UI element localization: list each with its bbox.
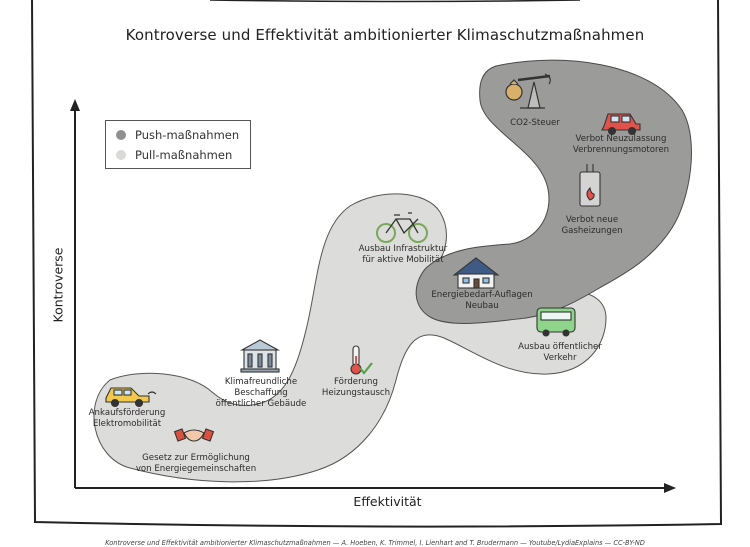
label-line: Beschaffung [234, 388, 288, 398]
label-line: von Energiegemeinschaften [135, 464, 257, 474]
label-line: Ausbau Infrastruktur [358, 244, 448, 254]
legend-label: Push-maßnahmen [135, 128, 240, 142]
handshake-icon [173, 428, 215, 442]
label-line: Klimafreundliche [224, 377, 298, 387]
label-line: Förderung [334, 377, 378, 387]
oil-pump-tax-icon [505, 73, 551, 109]
label-line: Heizungstausch [321, 388, 391, 398]
measure-label-beschaffung: Klimafreundliche Beschaffung öffentliche… [206, 377, 316, 410]
y-axis-label: Kontroverse [50, 247, 66, 323]
gas-boiler-icon [579, 164, 601, 207]
measure-label-energiegemeinschaften: Gesetz zur Ermöglichung von Energiegemei… [126, 453, 266, 475]
solar-house-icon [452, 257, 500, 289]
push-swatch-icon [116, 130, 126, 140]
measure-label-elektromobilitaet: Ankaufsförderung Elektromobilität [76, 408, 178, 430]
bus-icon [536, 307, 576, 337]
legend-label: Pull-maßnahmen [135, 148, 233, 162]
label-line: Energiebedarf-Auflagen [431, 290, 533, 300]
footer-credit: Kontroverse und Effektivität ambitionier… [105, 539, 645, 547]
x-axis-label: Effektivität [353, 494, 422, 509]
label-line: Ausbau öffentlicher [518, 342, 602, 352]
axes [70, 99, 676, 493]
measure-label-aktive-mobilitaet: Ausbau Infrastruktur für aktive Mobilitä… [348, 244, 458, 266]
measure-label-oeffentlicher-verkehr: Ausbau öffentlicher Verkehr [508, 342, 612, 364]
measure-label-heizungstausch: Förderung Heizungstausch [314, 377, 398, 399]
label-line: Neubau [465, 301, 499, 311]
label-line: Verkehr [543, 353, 577, 363]
public-building-icon [239, 339, 281, 373]
measure-label-energiebedarf: Energiebedarf-Auflagen Neubau [424, 290, 540, 312]
paper-frame [31, 0, 723, 528]
legend: Push-maßnahmen Pull-maßnahmen [105, 120, 251, 169]
label-line: Ankaufsförderung [88, 408, 166, 418]
red-car-icon [601, 113, 641, 136]
measure-label-co2-steuer: CO2-Steuer [500, 118, 570, 129]
measure-label-verbot-gasheizungen: Verbot neue Gasheizungen [550, 215, 634, 237]
label-line: Verbrennungsmotoren [572, 145, 670, 155]
label-line: Elektromobilität [92, 419, 162, 429]
bicycle-icon [376, 212, 428, 243]
label-line: Gasheizungen [561, 226, 623, 236]
label-line: öffentlicher Gebäude [215, 399, 307, 409]
thermometer-check-icon [350, 345, 373, 375]
label-line: CO2-Steuer [510, 118, 560, 128]
diagram-title: Kontroverse und Effektivität ambitionier… [125, 26, 645, 44]
pull-swatch-icon [116, 150, 126, 160]
electric-car-icon [105, 387, 157, 408]
label-line: Gesetz zur Ermöglichung [142, 453, 250, 463]
label-line: für aktive Mobilität [362, 255, 444, 265]
measure-label-verbot-verbrenner: Verbot Neuzulassung Verbrennungsmotoren [560, 134, 682, 156]
label-line: Verbot neue [565, 215, 619, 225]
label-line: Verbot Neuzulassung [575, 134, 667, 144]
